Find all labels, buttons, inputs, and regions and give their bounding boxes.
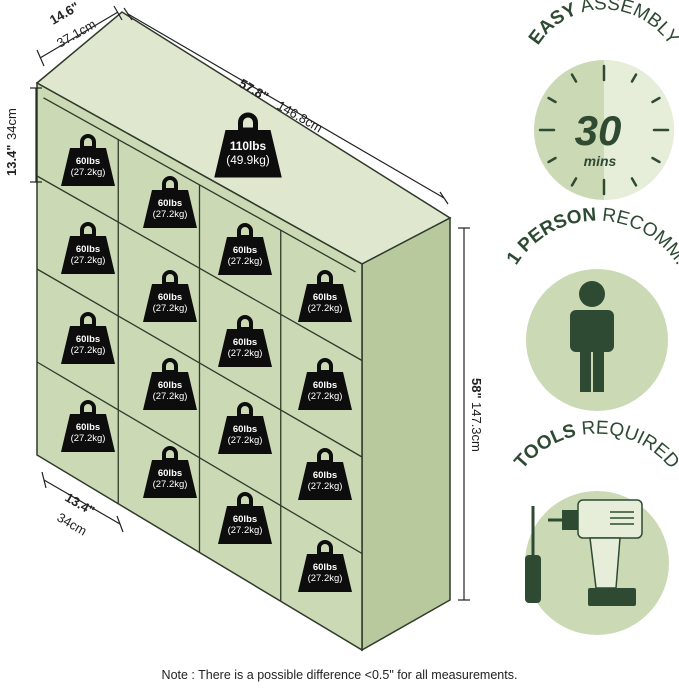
shelf-divider-horizontal	[36, 268, 363, 458]
weight-value: 60lbs	[313, 292, 337, 303]
cube-weight-marker-4: 60lbs(27.2kg)	[296, 270, 354, 324]
weight-metric: (27.2kg)	[153, 391, 188, 402]
shelf-divider-horizontal	[36, 361, 363, 555]
cube-weight-marker-5: 60lbs(27.2kg)	[59, 222, 117, 276]
weight-value: 60lbs	[313, 380, 337, 391]
weight-value: 60lbs	[76, 156, 100, 167]
weight-metric: (27.2kg)	[228, 348, 263, 359]
weight-value: 60lbs	[233, 245, 257, 256]
clock-tick	[630, 73, 638, 83]
weight-metric: (27.2kg)	[308, 391, 343, 402]
weight-value: 110lbs	[230, 139, 267, 153]
weight-markers: 110lbs(49.9kg)60lbs(27.2kg)60lbs(27.2kg)…	[59, 115, 354, 594]
weight-metric: (27.2kg)	[153, 479, 188, 490]
cube-weight-marker-13: 60lbs(27.2kg)	[59, 400, 117, 454]
clock-icon	[538, 64, 670, 196]
weight-metric: (27.2kg)	[228, 256, 263, 267]
weight-value: 60lbs	[313, 470, 337, 481]
clock-tick	[570, 73, 578, 83]
weight-metric: (27.2kg)	[308, 573, 343, 584]
measurement-note-text: Note : There is a possible difference <0…	[161, 668, 518, 682]
clock-tick	[630, 177, 638, 187]
cube-weight-marker-3: 60lbs(27.2kg)	[216, 223, 274, 277]
one-person-bold: 1 PERSON	[503, 204, 597, 268]
one-person-badge: 1 PERSON RECOMM.	[503, 204, 679, 411]
clock-tick	[547, 156, 557, 164]
weight-metric: (27.2kg)	[71, 433, 106, 444]
easy-assembly-rest: ASSEMBLY	[578, 0, 679, 49]
tools-bold: TOOLS	[511, 420, 579, 473]
weight-metric: (27.2kg)	[308, 303, 343, 314]
height-cm: 147.3cm	[469, 402, 484, 452]
weight-value: 60lbs	[76, 422, 100, 433]
cube-weight-marker-1: 60lbs(27.2kg)	[59, 134, 117, 188]
assembly-number: 30	[575, 107, 622, 154]
screwdriver-icon	[525, 506, 541, 603]
tools-required-badge: TOOLS REQUIRED	[511, 418, 679, 635]
cube-weight-marker-11: 60lbs(27.2kg)	[216, 402, 274, 456]
weight-value: 60lbs	[313, 562, 337, 573]
weight-metric: (27.2kg)	[153, 303, 188, 314]
assembly-unit: mins	[584, 153, 617, 169]
shelf-grid	[36, 97, 363, 602]
cube-height-cm: 34cm	[4, 108, 19, 140]
cube-weight-marker-2: 60lbs(27.2kg)	[141, 176, 199, 230]
cube-weight-marker-12: 60lbs(27.2kg)	[296, 448, 354, 502]
cube-weight-marker-15: 60lbs(27.2kg)	[216, 492, 274, 546]
easy-assembly-badge: EASY ASSEMBLY 30 mins	[525, 0, 679, 200]
weight-metric: (27.2kg)	[153, 209, 188, 220]
weight-value: 60lbs	[158, 198, 182, 209]
shelf-side-face	[361, 216, 451, 652]
cube-weight-marker-7: 60lbs(27.2kg)	[216, 315, 274, 369]
tools-heading: TOOLS REQUIRED	[511, 418, 679, 473]
weight-metric: (27.2kg)	[308, 481, 343, 492]
power-drill-icon	[548, 499, 643, 606]
weight-value: 60lbs	[233, 337, 257, 348]
cube-weight-marker-9: 60lbs(27.2kg)	[59, 312, 117, 366]
person-icon	[570, 281, 614, 392]
cube-weight-marker-16: 60lbs(27.2kg)	[296, 540, 354, 594]
shelf-inner-top-edge	[43, 97, 356, 273]
clock-tick	[570, 177, 578, 187]
weight-metric: (27.2kg)	[71, 167, 106, 178]
weight-metric: (27.2kg)	[71, 345, 106, 356]
cube-weight-marker-10: 60lbs(27.2kg)	[141, 358, 199, 412]
tools-rest: REQUIRED	[581, 418, 679, 473]
weight-value: 60lbs	[76, 244, 100, 255]
weight-value: 60lbs	[158, 468, 182, 479]
weight-metric: (27.2kg)	[228, 435, 263, 446]
clock-tick	[547, 96, 557, 104]
one-person-rest: RECOMM.	[601, 205, 679, 269]
easy-assembly-heading: EASY ASSEMBLY	[525, 0, 679, 49]
shelf-divider-horizontal	[36, 175, 363, 362]
weight-value: 60lbs	[76, 334, 100, 345]
weight-value: 60lbs	[233, 424, 257, 435]
dimension-lines	[30, 5, 470, 601]
cube-weight-marker-14: 60lbs(27.2kg)	[141, 446, 199, 500]
cube-height-inches: 13.4"	[4, 145, 19, 176]
clock-tick	[651, 156, 661, 164]
clock-tick	[651, 96, 661, 104]
height-inches: 58"	[469, 378, 484, 399]
cube-weight-marker-6: 60lbs(27.2kg)	[141, 270, 199, 324]
cube-shelf: 110lbs(49.9kg)60lbs(27.2kg)60lbs(27.2kg)…	[35, 11, 452, 652]
measurement-note: Note : There is a possible difference <0…	[0, 668, 679, 682]
one-person-heading: 1 PERSON RECOMM.	[503, 204, 679, 268]
weight-value: 60lbs	[233, 514, 257, 525]
weight-metric: (27.2kg)	[228, 525, 263, 536]
top-weight-marker: 110lbs(49.9kg)	[214, 115, 282, 178]
weight-metric: (27.2kg)	[71, 255, 106, 266]
weight-value: 60lbs	[158, 380, 182, 391]
weight-value: 60lbs	[158, 292, 182, 303]
cube-weight-marker-8: 60lbs(27.2kg)	[296, 358, 354, 412]
weight-metric: (49.9kg)	[226, 153, 270, 167]
easy-assembly-bold: EASY	[525, 0, 580, 49]
